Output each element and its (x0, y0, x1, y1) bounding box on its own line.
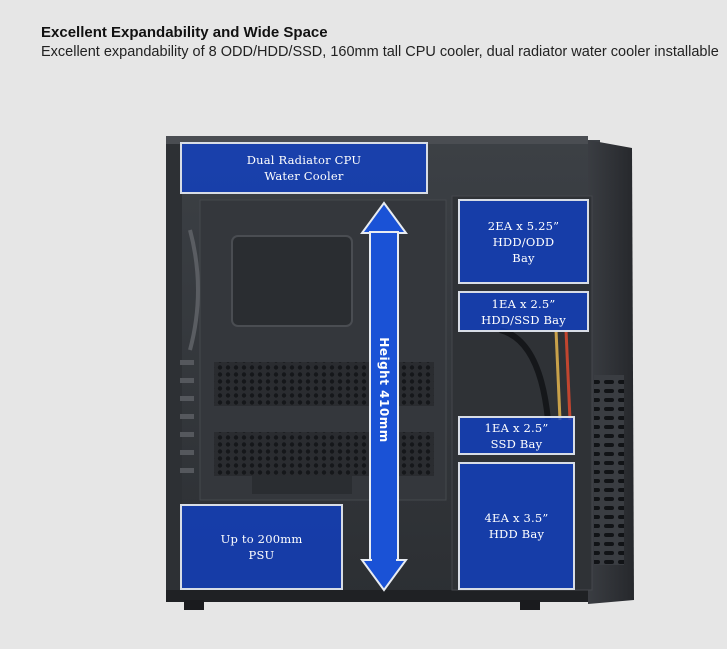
tray-cutout-lower (252, 476, 352, 494)
mesh-panel-upper (214, 362, 434, 406)
callout-25-ssd-bay: 1EA x 2.5” SSD Bay (458, 416, 575, 455)
callout-25-hdd-ssd-bay: 1EA x 2.5” HDD/SSD Bay (458, 291, 589, 332)
cpu-cutout (232, 236, 352, 326)
callout-525-odd-bay: 2EA x 5.25” HDD/ODD Bay (458, 199, 589, 284)
mesh-panel-lower (214, 432, 434, 476)
front-vents (594, 375, 624, 565)
callout-dual-radiator: Dual Radiator CPU Water Cooler (180, 142, 428, 194)
callout-35-hdd-bay: 4EA x 3.5” HDD Bay (458, 462, 575, 590)
height-label: Height 410mm (377, 337, 391, 442)
case-foot-left (184, 600, 204, 610)
callout-psu: Up to 200mm PSU (180, 504, 343, 590)
case-foot-right (520, 600, 540, 610)
